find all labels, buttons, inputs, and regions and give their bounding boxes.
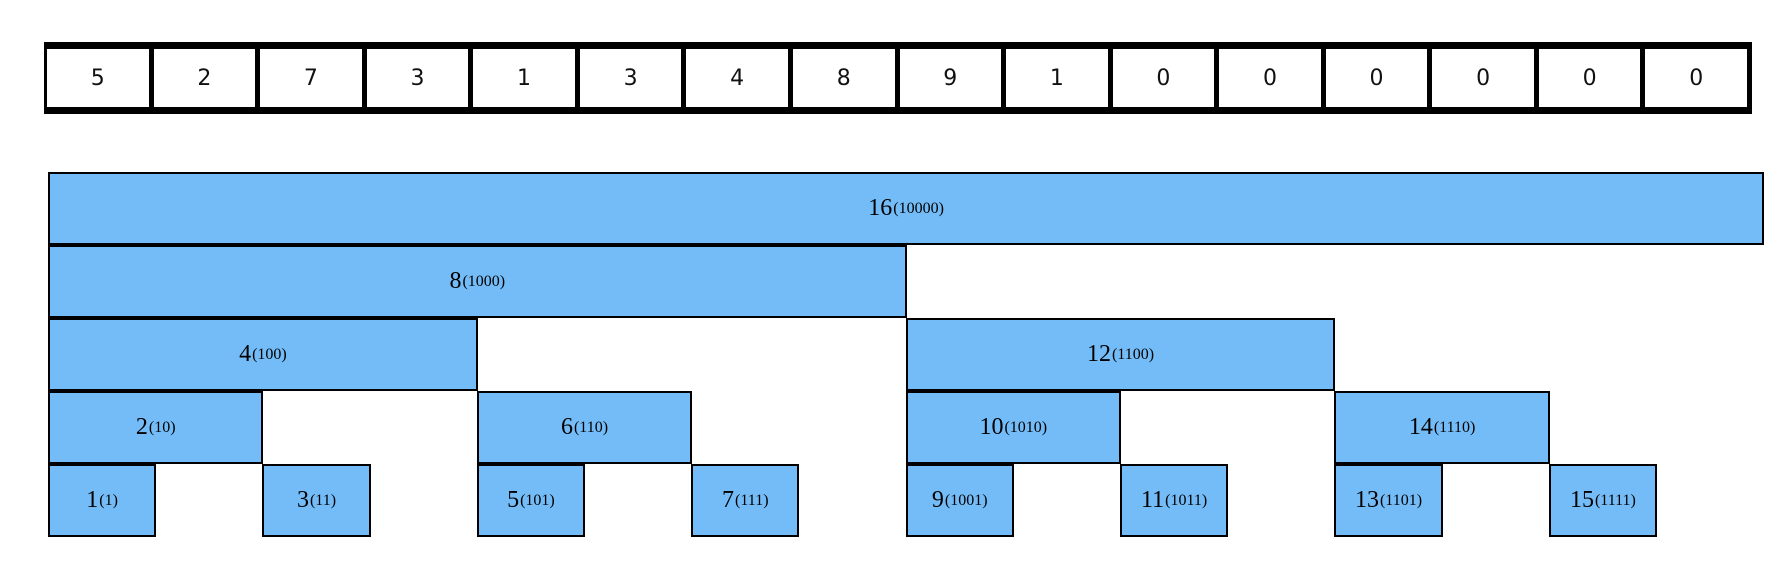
array-cell: 0 <box>1432 49 1539 107</box>
tree-node-6: 6(110) <box>476 391 693 464</box>
node-binary-label: (1111) <box>1594 491 1636 509</box>
node-index-label: 6 <box>560 414 573 440</box>
node-index-label: 15 <box>1569 487 1594 513</box>
node-index-label: 16 <box>868 195 893 221</box>
node-binary-label: (1010) <box>1004 418 1048 436</box>
node-binary-label: (10) <box>148 418 176 436</box>
array-cell: 9 <box>900 49 1007 107</box>
node-binary-label: (1110) <box>1433 418 1476 436</box>
array-cell: 0 <box>1113 49 1220 107</box>
node-index-label: 9 <box>931 487 944 513</box>
tree-node-8: 8(1000) <box>48 245 907 318</box>
node-index-label: 3 <box>296 487 309 513</box>
tree-node-13: 13(1101) <box>1334 464 1443 537</box>
node-index-label: 7 <box>722 487 735 513</box>
node-binary-label: (100) <box>252 345 287 363</box>
array-cell: 0 <box>1326 49 1433 107</box>
node-index-label: 1 <box>86 487 99 513</box>
node-index-label: 2 <box>135 414 148 440</box>
tree-node-7: 7(111) <box>691 464 800 537</box>
node-binary-label: (1101) <box>1379 491 1423 509</box>
node-binary-label: (1011) <box>1165 491 1208 509</box>
node-binary-label: (1) <box>99 491 118 509</box>
tree-node-16: 16(10000) <box>48 172 1765 245</box>
tree-node-1: 1(1) <box>48 464 157 537</box>
array-cell: 5 <box>47 49 154 107</box>
node-binary-label: (1001) <box>944 491 988 509</box>
node-index-label: 12 <box>1086 341 1111 367</box>
node-index-label: 5 <box>507 487 520 513</box>
node-index-label: 10 <box>979 414 1004 440</box>
node-binary-label: (101) <box>520 491 555 509</box>
array-cell: 1 <box>1006 49 1113 107</box>
node-binary-label: (11) <box>309 491 337 509</box>
tree-node-10: 10(1010) <box>905 391 1121 464</box>
array-cell: 7 <box>260 49 367 107</box>
array-cell: 1 <box>473 49 580 107</box>
array-cell: 3 <box>367 49 474 107</box>
tree-node-3: 3(11) <box>262 464 371 537</box>
node-index-label: 13 <box>1354 487 1379 513</box>
tree-node-15: 15(1111) <box>1548 464 1657 537</box>
tree-node-5: 5(101) <box>476 464 585 537</box>
array-cell: 3 <box>580 49 687 107</box>
tree-node-14: 14(1110) <box>1334 391 1550 464</box>
tree-node-4: 4(100) <box>48 318 478 391</box>
node-binary-label: (1100) <box>1111 345 1155 363</box>
node-index-label: 14 <box>1408 414 1433 440</box>
node-binary-label: (10000) <box>893 199 944 217</box>
tree-node-11: 11(1011) <box>1120 464 1229 537</box>
array-cell: 0 <box>1645 49 1752 107</box>
array-cell: 2 <box>154 49 261 107</box>
array-cell: 8 <box>793 49 900 107</box>
node-index-label: 4 <box>239 341 252 367</box>
node-binary-label: (111) <box>735 491 769 509</box>
node-binary-label: (1000) <box>462 272 506 290</box>
array-cell: 4 <box>686 49 793 107</box>
array-cell: 0 <box>1539 49 1646 107</box>
node-binary-label: (110) <box>573 418 609 436</box>
tree-node-2: 2(10) <box>48 391 264 464</box>
tree-node-9: 9(1001) <box>905 464 1014 537</box>
array-cell: 0 <box>1219 49 1326 107</box>
node-index-label: 11 <box>1141 487 1165 513</box>
tree-node-12: 12(1100) <box>905 318 1336 391</box>
node-index-label: 8 <box>449 268 462 294</box>
